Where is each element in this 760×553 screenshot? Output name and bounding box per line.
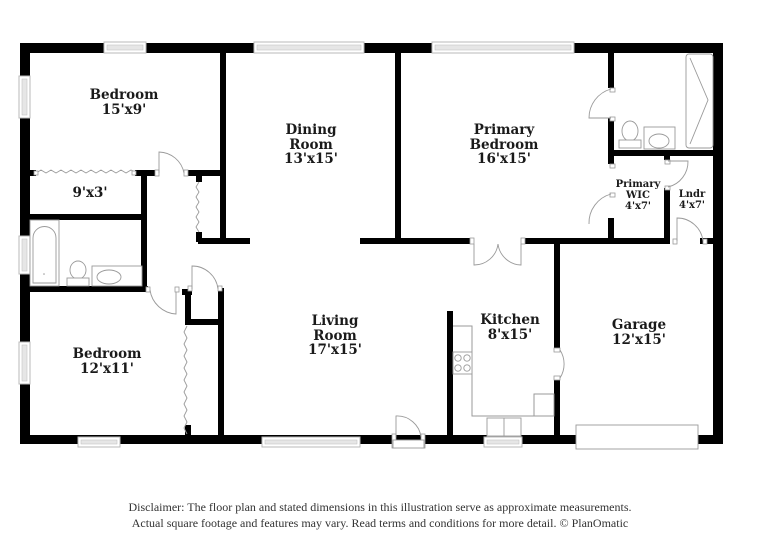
room-name-line-1: Primary	[615, 179, 661, 190]
bifold-doors	[33, 169, 200, 435]
room-label-laundry: Lndr 4'x7'	[678, 189, 706, 212]
disclaimer: Disclaimer: The floor plan and stated di…	[0, 499, 760, 531]
room-label-kitchen: Kitchen 8'x15'	[480, 313, 540, 342]
room-dimensions: 4'x7'	[624, 200, 652, 212]
room-dimensions: 12'x11'	[80, 360, 134, 377]
room-label-primary-wic: Primary WIC 4'x7'	[615, 179, 661, 212]
primary-bath-fixtures	[618, 53, 714, 150]
room-label-closet: 9'x3'	[72, 186, 107, 201]
room-name: Kitchen	[480, 312, 540, 328]
room-dimensions: 4'x7'	[678, 199, 705, 211]
room-label-living-room: Living Room 17'x15'	[308, 314, 362, 358]
kitchen-fixtures	[452, 325, 555, 437]
room-name: Lndr	[678, 189, 706, 200]
room-name-line-1: Living	[311, 313, 359, 329]
room-dimensions: 9'x3'	[72, 185, 108, 201]
room-name: Bedroom	[72, 346, 142, 362]
garage-door	[575, 424, 699, 450]
disclaimer-line-2: Actual square footage and features may v…	[131, 516, 629, 530]
room-name-line-1: Primary	[473, 122, 535, 138]
room-name-line-2: Bedroom	[469, 136, 539, 153]
room-dimensions: 13'x15'	[284, 151, 338, 168]
room-name-line-2: Room	[289, 136, 333, 153]
room-dimensions: 16'x15'	[477, 151, 531, 168]
room-name-line-1: Dining	[285, 122, 337, 138]
room-name: Garage	[611, 317, 667, 333]
room-dimensions: 12'x15'	[612, 331, 666, 348]
room-label-garage: Garage 12'x15'	[612, 318, 666, 347]
windows	[18, 41, 575, 448]
interior-walls	[30, 50, 718, 438]
room-name-line-2: WIC	[626, 189, 650, 201]
room-label-dining-room: Dining Room 13'x15'	[284, 123, 338, 167]
doors	[145, 87, 708, 449]
room-label-primary-bedroom: Primary Bedroom 16'x15'	[470, 123, 539, 167]
room-label-bedroom-1: Bedroom 15'x9'	[90, 88, 159, 117]
room-dimensions: 15'x9'	[101, 101, 147, 118]
room-dimensions: 8'x15'	[487, 326, 533, 343]
room-dimensions: 17'x15'	[308, 342, 362, 359]
room-label-bedroom-2: Bedroom 12'x11'	[73, 347, 142, 376]
room-name-line-2: Room	[313, 327, 357, 344]
room-name: Bedroom	[89, 87, 159, 103]
hall-bath-fixtures	[29, 219, 143, 287]
disclaimer-line-1: Disclaimer: The floor plan and stated di…	[128, 500, 632, 514]
